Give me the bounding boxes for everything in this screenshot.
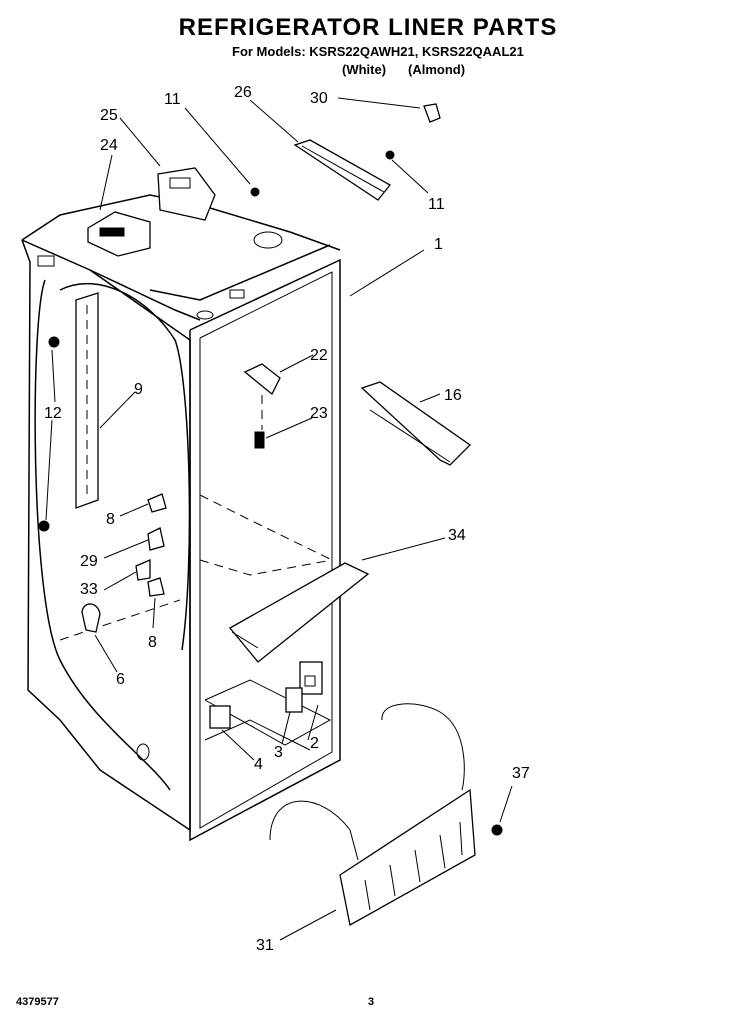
callout-31: 31 (256, 937, 274, 954)
callout-4: 4 (254, 756, 263, 773)
leader-lines (45, 97, 513, 941)
callout-22: 22 (310, 347, 328, 364)
callout-12: 12 (44, 405, 62, 422)
callout-3: 3 (274, 744, 283, 761)
callout-11-left: 11 (164, 91, 181, 108)
callout-29: 29 (80, 553, 98, 570)
callout-34: 34 (448, 527, 466, 544)
model-numbers: For Models: KSRS22QAWH21, KSRS22QAAL21 (232, 44, 524, 59)
page-number: 3 (368, 996, 375, 1008)
callout-23: 23 (310, 405, 328, 422)
callout-labels: 1 2 3 4 6 8 8 9 11 11 12 16 22 23 24 25 … (44, 84, 530, 954)
callout-6: 6 (116, 671, 125, 688)
callout-26: 26 (234, 84, 252, 101)
callout-16: 16 (444, 387, 462, 404)
callout-8-lower: 8 (148, 634, 157, 651)
callout-8-upper: 8 (106, 511, 115, 528)
callout-1: 1 (434, 236, 443, 253)
callout-30: 30 (310, 90, 328, 107)
callout-24: 24 (100, 137, 118, 154)
parts (38, 103, 503, 927)
liner-body (21, 194, 341, 842)
callout-9: 9 (134, 381, 143, 398)
page-title: REFRIGERATOR LINER PARTS (178, 14, 558, 41)
callout-33: 33 (80, 581, 98, 598)
variant-almond: (Almond) (408, 62, 466, 77)
callout-37: 37 (512, 765, 530, 782)
document-number: 4379577 (16, 996, 59, 1008)
callout-11-right: 11 (428, 196, 445, 213)
callout-2: 2 (310, 735, 319, 752)
variant-white: (White) (342, 62, 387, 77)
callout-25: 25 (100, 107, 118, 124)
